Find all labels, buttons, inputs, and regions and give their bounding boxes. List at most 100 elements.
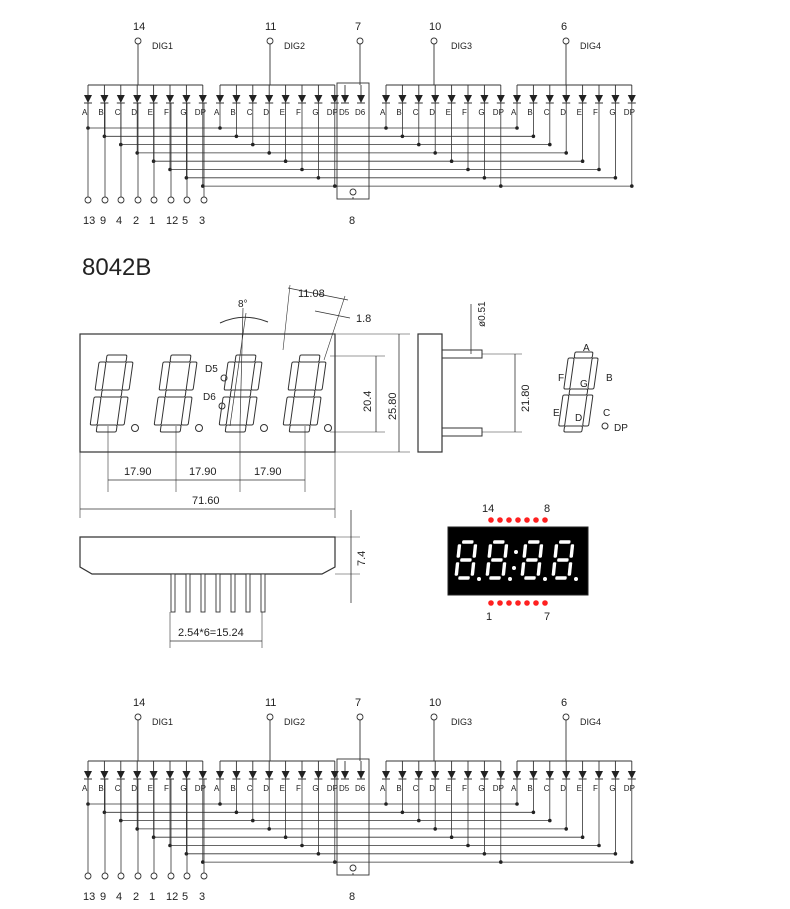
- junction-dot: [597, 167, 601, 172]
- common-pin-circle: [356, 37, 364, 45]
- front-digit-2: [153, 354, 198, 433]
- segment-pin-label: 13: [83, 215, 95, 227]
- diode-triangle: [116, 771, 125, 779]
- segment-pin-circle: [150, 196, 158, 204]
- segment: [116, 396, 129, 426]
- segment: [454, 561, 460, 577]
- photo-colon-lower: [512, 566, 516, 570]
- pin-leg: [245, 573, 251, 613]
- diode-triangle: [562, 771, 571, 779]
- diode-triangle: [464, 95, 472, 103]
- photo-pin-marker-top: [497, 517, 503, 523]
- model-title: 8042B: [82, 254, 151, 281]
- common-pin-circle: [266, 713, 274, 721]
- segment: [527, 539, 541, 545]
- segment: [457, 575, 471, 581]
- junction-dot: [316, 852, 321, 856]
- segment-pin-circle: [84, 872, 92, 880]
- junction-dot: [234, 134, 239, 139]
- colon-label: D5: [339, 784, 350, 793]
- segment-pin-circle: [183, 872, 191, 880]
- diode-triangle: [611, 95, 620, 103]
- diode-triangle: [562, 95, 571, 103]
- photo-pin-marker-bottom: [524, 600, 530, 606]
- diode-triangle: [480, 771, 489, 779]
- photo-pin-marker-bottom: [488, 600, 494, 606]
- segment-label-e: E: [446, 784, 451, 793]
- segment: [121, 361, 134, 391]
- colon-frame: [336, 82, 370, 200]
- segment: [492, 539, 506, 545]
- segment-label-g: G: [609, 784, 615, 793]
- segment-pin-label: 3: [199, 215, 205, 227]
- segment-label-a: A: [380, 784, 386, 793]
- segment-pin-circle: [200, 196, 208, 204]
- digit-height-label: 20.4: [362, 391, 374, 412]
- segment: [556, 557, 570, 563]
- segment-label-a: A: [511, 108, 517, 117]
- segment-label-f: F: [593, 108, 598, 117]
- segment: [245, 396, 258, 426]
- segment-pin-label: 2: [133, 215, 139, 227]
- photo-pin-marker-top: [533, 517, 539, 523]
- segment: [153, 396, 166, 426]
- junction-dot: [580, 159, 585, 163]
- junction-dot: [482, 852, 487, 856]
- diode-triangle: [133, 771, 142, 779]
- digit-label: DIG4: [580, 717, 601, 727]
- segment: [563, 357, 575, 390]
- segment-label-b: B: [98, 108, 103, 117]
- common-pin-circle: [430, 713, 438, 721]
- diode-triangle: [529, 95, 538, 103]
- segment: [501, 561, 507, 577]
- segment: [185, 361, 198, 391]
- segment: [587, 357, 599, 390]
- segment-label-a: A: [214, 784, 220, 793]
- junction-dot: [234, 810, 239, 815]
- pin-diameter-label: ø0.51: [477, 301, 488, 327]
- decimal-point: [324, 424, 332, 432]
- legend-label-d: D: [575, 413, 582, 424]
- photo-pin-marker-top: [542, 517, 548, 523]
- segment-pin-label: 12: [166, 891, 178, 903]
- segment: [234, 354, 257, 363]
- junction-dot: [449, 159, 454, 163]
- segment-label-b: B: [98, 784, 103, 793]
- common-pin-label: 14: [133, 697, 145, 709]
- segment-label-e: E: [280, 108, 285, 117]
- pin-leg: [260, 573, 266, 613]
- segment: [520, 561, 526, 577]
- segment-pin-circle: [134, 872, 142, 880]
- diode-triangle: [464, 771, 472, 779]
- photo-digit-2: [485, 539, 509, 581]
- segment-label-a: A: [380, 108, 386, 117]
- segment-pin-circle: [134, 196, 142, 204]
- junction-dot: [267, 151, 272, 155]
- junction-dot: [548, 142, 552, 147]
- junction-dot: [515, 802, 519, 806]
- bottom-view-drawing: 7.4 2.54*6=15.24: [79, 510, 368, 648]
- photo-pin-marker-top: [488, 517, 494, 523]
- segment: [573, 351, 594, 359]
- junction-dot: [135, 151, 139, 155]
- junction-dot: [333, 184, 337, 188]
- width-label: 11.08: [298, 288, 325, 300]
- segment-label-d: D: [560, 784, 566, 793]
- diode-triangle: [232, 771, 241, 779]
- junction-dot: [384, 802, 388, 806]
- height-label: 25.80: [387, 392, 399, 420]
- diode-triangle: [431, 95, 440, 103]
- segment: [100, 389, 123, 398]
- angle-label: 8°: [238, 299, 248, 310]
- photo-pin-marker-top: [524, 517, 530, 523]
- diode-triangle: [529, 771, 538, 779]
- photo-digit-3: [520, 539, 544, 581]
- diode-triangle: [578, 95, 587, 103]
- junction-dot: [433, 827, 438, 831]
- colon-label: D6: [355, 108, 366, 117]
- diode-triangle: [595, 95, 603, 103]
- segment-label-e: E: [148, 108, 153, 117]
- segment: [486, 543, 493, 559]
- digit-label: DIG2: [284, 717, 305, 727]
